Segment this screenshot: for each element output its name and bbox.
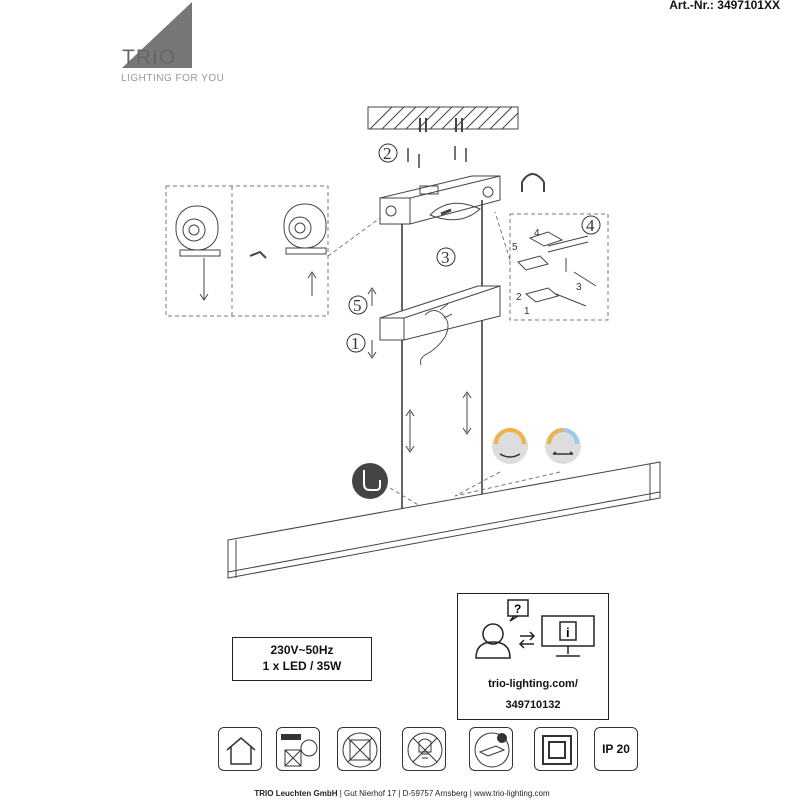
svg-text:2: 2 <box>383 144 392 163</box>
svg-text:4: 4 <box>586 216 595 235</box>
detail-left <box>175 203 327 301</box>
step-2: 2 <box>378 143 398 163</box>
brand-name: TRIO <box>122 46 177 69</box>
step-4: 4 <box>581 215 601 235</box>
detail-right <box>517 231 597 307</box>
svg-text:i: i <box>566 625 570 640</box>
step-1: 1 <box>346 333 366 353</box>
svg-text:5: 5 <box>353 296 362 315</box>
footer-address: | Gut Nierhof 17 | D-59757 Arnsberg | ww… <box>339 789 550 798</box>
info-box: ? i trio-lighting.com/ 349710132 <box>457 593 609 720</box>
no-bulb-change-icon <box>337 727 381 771</box>
step-3: 3 <box>436 247 456 267</box>
voltage-spec: 230V~50Hz <box>270 643 334 657</box>
canopy <box>379 175 501 225</box>
indoor-icon <box>218 727 262 771</box>
support-url[interactable]: trio-lighting.com/ <box>488 678 578 690</box>
svg-text:3: 3 <box>576 282 582 293</box>
svg-text:1: 1 <box>524 306 530 317</box>
ip-rating-label: IP 20 <box>602 742 630 756</box>
svg-text:?: ? <box>514 602 521 616</box>
spec-box: 230V~50Hz 1 x LED / 35W <box>232 637 372 681</box>
product-code: 349710132 <box>505 699 561 711</box>
screws <box>407 146 467 168</box>
support-illustration: ? i <box>475 599 595 659</box>
ceiling <box>367 106 519 132</box>
svg-text:2: 2 <box>516 292 522 303</box>
dim-warm-icon <box>492 428 528 464</box>
protection-class-icon <box>534 727 578 771</box>
driver-box <box>379 285 501 341</box>
step-5: 5 <box>348 295 368 315</box>
footer: TRIO Leuchten GmbH | Gut Nierhof 17 | D-… <box>0 789 804 798</box>
ceiling-mount-icon <box>276 727 320 771</box>
svg-text:5: 5 <box>512 242 518 253</box>
lamp-spec: 1 x LED / 35W <box>262 659 342 673</box>
trio-logo-triangle <box>122 2 192 68</box>
footer-company: TRIO Leuchten GmbH <box>254 789 338 798</box>
ip-rating-icon: IP 20 <box>594 727 638 771</box>
article-number: Art.-Nr.: 3497101XX <box>669 0 780 12</box>
led-not-replaceable-icon <box>402 727 446 771</box>
svg-text:1: 1 <box>351 334 360 353</box>
luminaire-bar <box>227 461 661 579</box>
svg-text:4: 4 <box>534 228 540 239</box>
svg-text:3: 3 <box>441 248 450 267</box>
brand-tagline: LIGHTING FOR YOU <box>121 73 225 84</box>
touch-icon <box>352 463 388 499</box>
color-temp-icon <box>545 428 581 464</box>
driver-icon <box>469 727 513 771</box>
